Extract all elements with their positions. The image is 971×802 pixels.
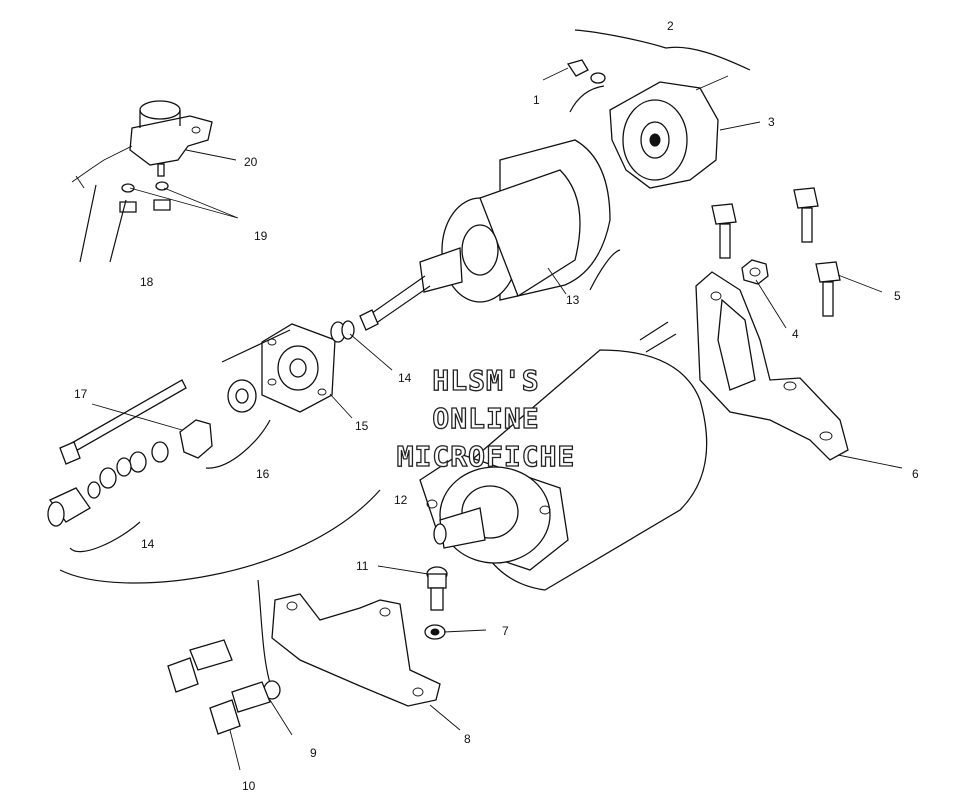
callout-1: 1	[533, 93, 540, 107]
callout-15: 15	[355, 419, 369, 433]
callout-10: 10	[242, 779, 256, 793]
callouts: 1 2 3 4 5 6 7 8 9 10 11 12 13 14 14 15 1…	[74, 19, 919, 793]
drive-housing-part-15	[261, 323, 336, 413]
solenoid-washers-part-19	[121, 181, 169, 193]
callout-14-upper: 14	[398, 371, 412, 385]
end-cap-part-3	[609, 75, 729, 189]
lower-bracket-part-8	[257, 579, 441, 707]
nut-washer-part-1	[566, 59, 606, 113]
nut-part-4	[741, 259, 769, 285]
spring-clips-part-14-lower	[47, 441, 169, 527]
watermark: HLSM'S ONLINE MICROFICHE	[396, 363, 576, 473]
callout-12: 12	[394, 493, 408, 507]
armature-part-13	[359, 169, 581, 331]
group-brackets	[59, 29, 751, 584]
shaft-part-17	[59, 379, 187, 465]
callout-13: 13	[566, 293, 580, 307]
callout-17: 17	[74, 387, 88, 401]
mounting-bracket-part-6	[695, 271, 849, 461]
watermark-line-3: MICROFICHE	[397, 440, 576, 473]
callout-19: 19	[254, 229, 268, 243]
callout-3: 3	[768, 115, 775, 129]
callout-20: 20	[244, 155, 258, 169]
bolts-part-5	[711, 187, 841, 317]
callout-5: 5	[894, 289, 901, 303]
callout-7: 7	[502, 624, 509, 638]
callout-8: 8	[464, 732, 471, 746]
solenoid-nuts-part-18	[119, 199, 171, 213]
callout-4: 4	[792, 327, 799, 341]
watermark-line-2: ONLINE	[432, 402, 539, 435]
motor-body-part-12	[419, 321, 708, 591]
washers-part-14-upper	[330, 320, 355, 343]
cap-screw-part-11	[426, 566, 448, 611]
bolts-part-10	[167, 639, 271, 735]
leader-lines	[91, 67, 903, 771]
callout-16: 16	[256, 467, 270, 481]
callout-9: 9	[310, 746, 317, 760]
pinion-drive-part-16	[179, 379, 257, 459]
callout-18: 18	[140, 275, 154, 289]
solenoid-part-20	[71, 100, 213, 189]
watermark-line-1: HLSM'S	[432, 364, 539, 397]
washer-part-7	[424, 624, 446, 640]
callout-6: 6	[912, 467, 919, 481]
callout-11: 11	[356, 559, 369, 573]
callout-14-lower: 14	[141, 537, 155, 551]
callout-2: 2	[667, 19, 674, 33]
